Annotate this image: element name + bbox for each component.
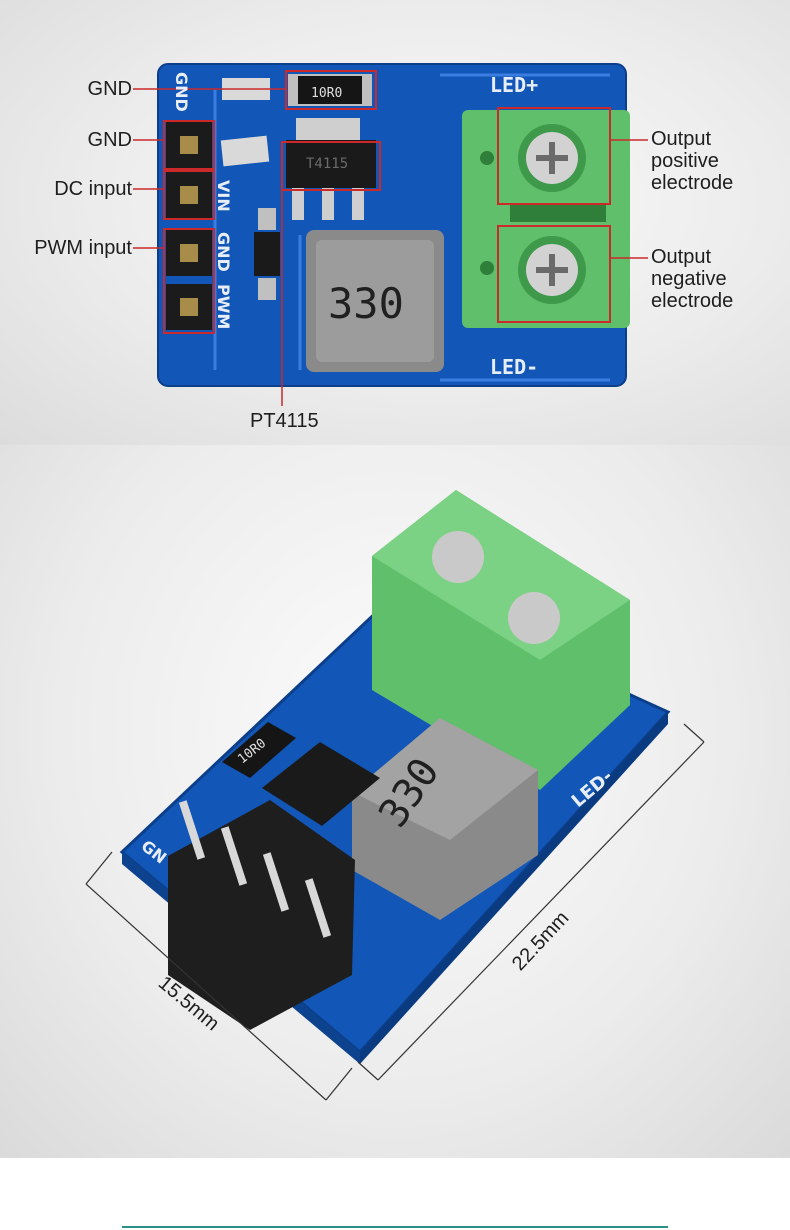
angled-chip <box>262 742 380 826</box>
label-gnd: GND <box>87 129 132 151</box>
silk-inductor: 330 <box>328 279 404 328</box>
inductor-330 <box>306 230 444 372</box>
silk-pin-gnd2: GND <box>214 232 233 272</box>
footer-strip <box>0 1158 790 1230</box>
label-output-negative-1: Output <box>651 246 712 268</box>
angled-header-pins <box>168 800 355 1030</box>
silk-chip: T4115 <box>306 156 348 172</box>
angled-inductor <box>352 718 538 920</box>
silk-led-plus: LED+ <box>490 73 538 97</box>
footer-rule <box>122 1226 668 1228</box>
resistor-10r0 <box>288 74 372 106</box>
pad <box>220 135 270 167</box>
label-output-positive-3: electrode <box>651 172 734 194</box>
callout-boxes <box>163 70 611 334</box>
silk-resistor: 10R0 <box>311 86 342 101</box>
silk-pin-pwm: PWM <box>214 284 233 329</box>
silk-led-minus: LED- <box>490 355 538 379</box>
label-output-positive-1: Output <box>651 128 712 150</box>
dimension-lines <box>85 723 705 1101</box>
label-pwm-input: PWM input <box>34 237 132 259</box>
angled-resistor <box>222 722 296 778</box>
label-gnd-top: GND <box>87 78 132 100</box>
pt4115-chip <box>286 118 376 220</box>
silk-pin-vin: VIN <box>214 180 233 212</box>
diode <box>254 208 280 300</box>
label-output-positive-2: positive <box>651 150 719 172</box>
label-output-negative-3: electrode <box>651 290 734 312</box>
terminal-block <box>462 110 630 328</box>
label-pt4115: PT4115 <box>250 410 319 432</box>
label-output-negative-2: negative <box>651 268 727 290</box>
header-pins <box>166 122 212 330</box>
callout-lines <box>133 88 648 406</box>
angled-terminal-block <box>372 490 630 790</box>
silk-pin-gnd: GND <box>172 72 191 112</box>
label-dc-input: DC input <box>54 178 132 200</box>
